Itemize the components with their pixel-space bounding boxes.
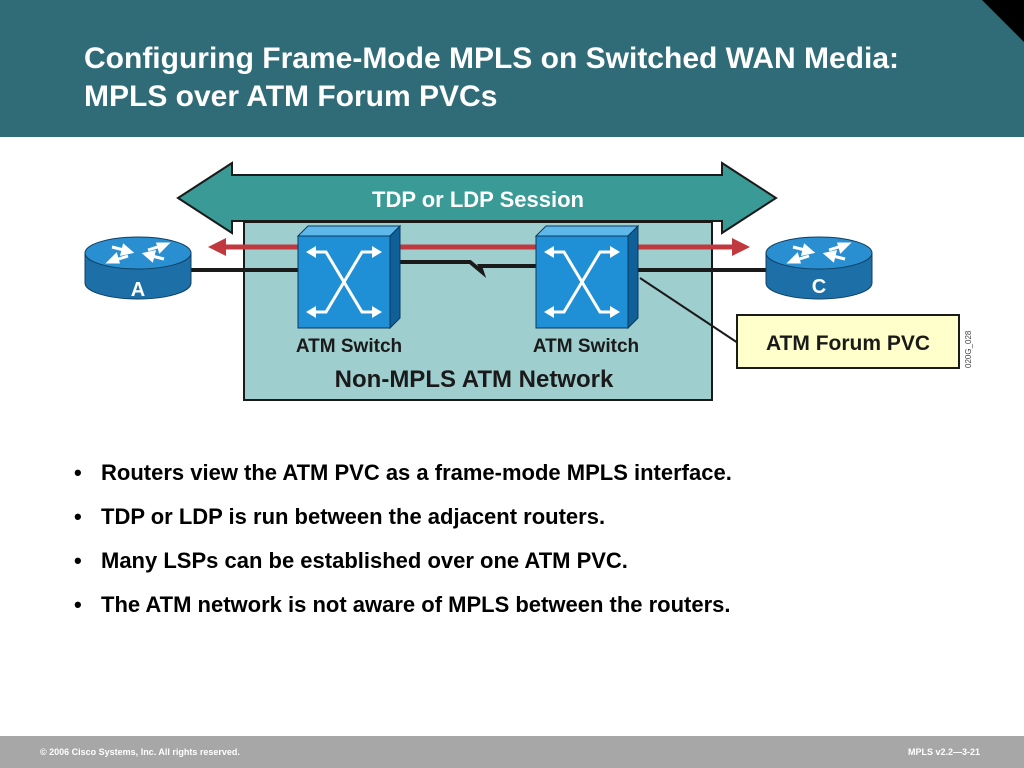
network-label: Non-MPLS ATM Network	[335, 366, 614, 393]
bullet-text: The ATM network is not aware of MPLS bet…	[101, 592, 731, 617]
pvc-callout-line	[639, 277, 739, 344]
router-a-icon	[84, 236, 192, 300]
bullet-item: • Routers view the ATM PVC as a frame-mod…	[70, 458, 970, 487]
slide-header: Configuring Frame-Mode MPLS on Switched …	[0, 0, 1024, 137]
atm-switch-1-label: ATM Switch	[296, 336, 402, 357]
bullet-dot: •	[74, 592, 82, 617]
bullet-item: • Many LSPs can be established over one A…	[70, 546, 970, 575]
atm-switch-1-icon	[296, 224, 402, 330]
bullet-text: Many LSPs can be established over one AT…	[101, 548, 628, 573]
session-label: TDP or LDP Session	[372, 187, 584, 212]
slide-footer: © 2006 Cisco Systems, Inc. All rights re…	[0, 736, 1024, 768]
atm-switch-2-label: ATM Switch	[533, 336, 639, 357]
bullet-text: Routers view the ATM PVC as a frame-mode…	[101, 460, 732, 485]
lsp-arrowhead-right	[732, 238, 750, 256]
pvc-label: ATM Forum PVC	[766, 332, 930, 355]
corner-triangle	[982, 0, 1024, 42]
router-a-label: A	[131, 279, 145, 301]
lsp-arrowhead-left	[208, 238, 226, 256]
router-c-label: C	[812, 276, 826, 298]
title-line-1: Configuring Frame-Mode MPLS on Switched …	[84, 42, 899, 75]
figure-id: 020G_028	[964, 330, 973, 368]
copyright-text: © 2006 Cisco Systems, Inc. All rights re…	[40, 747, 240, 757]
bullet-dot: •	[74, 504, 82, 529]
course-code: MPLS v2.2—3-21	[907, 747, 980, 757]
title-line-2: MPLS over ATM Forum PVCs	[84, 80, 498, 113]
bullet-item: • The ATM network is not aware of MPLS be…	[70, 590, 970, 619]
bullet-list: • Routers view the ATM PVC as a frame-mod…	[70, 458, 970, 634]
router-c-icon	[765, 236, 873, 300]
session-arrow	[176, 161, 778, 235]
atm-switch-2-icon	[534, 224, 640, 330]
pvc-callout-box	[736, 314, 960, 369]
network-diagram: TDP or LDP Session A C	[84, 161, 973, 401]
slide-title: Configuring Frame-Mode MPLS on Switched …	[84, 40, 1014, 116]
bullet-text: TDP or LDP is run between the adjacent r…	[101, 504, 606, 529]
bullet-dot: •	[74, 548, 82, 573]
bullet-dot: •	[74, 460, 82, 485]
bullet-item: • TDP or LDP is run between the adjacent …	[70, 502, 970, 531]
link-switch-switch	[398, 260, 540, 279]
